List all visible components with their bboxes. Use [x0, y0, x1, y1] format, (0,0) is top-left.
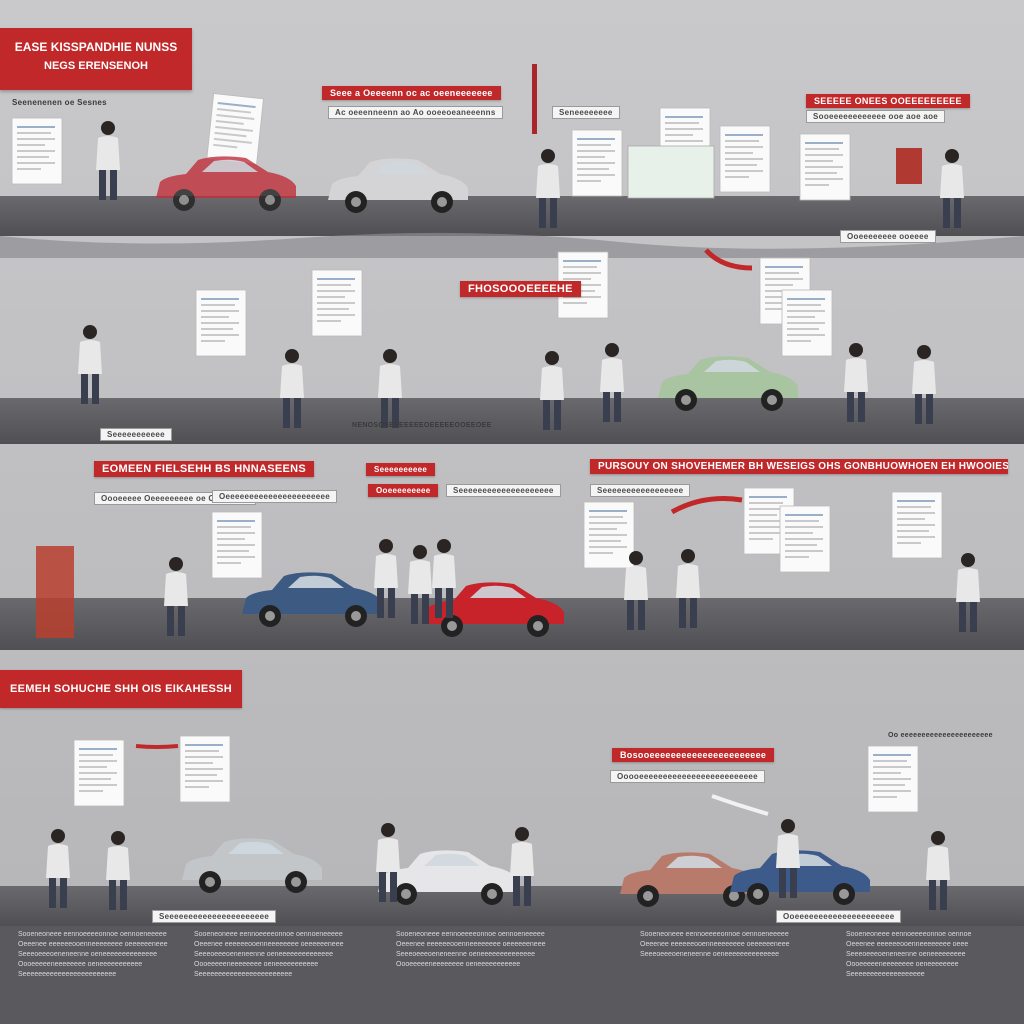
document-5: [719, 125, 771, 193]
flag-pole: [532, 64, 537, 134]
kiosk-sign: [896, 148, 922, 184]
document-7: [195, 289, 247, 357]
document-2: [206, 93, 264, 165]
road-shadow: [0, 232, 1024, 258]
document-18: [73, 739, 125, 807]
document-9: [557, 251, 609, 319]
document-1: [11, 117, 63, 185]
arrow-row-3: [670, 496, 743, 515]
scene-row-3: [0, 487, 1024, 650]
document-12: [211, 511, 263, 579]
document-13: [583, 501, 635, 569]
scene-row-1: [0, 64, 1024, 258]
document-8: [311, 269, 363, 337]
arrow-white: [711, 794, 769, 816]
arrow-row-4: [135, 744, 179, 749]
road-row-1: [0, 196, 1024, 236]
footer-panel: [0, 926, 1024, 1024]
kiosk-stand: [36, 546, 74, 638]
document-16: [891, 491, 943, 559]
document-3: [571, 129, 623, 197]
arrow-row-2: [704, 248, 753, 271]
document-11: [781, 289, 833, 357]
document-19: [867, 745, 919, 813]
road-row-2: [0, 398, 1024, 444]
document-6: [799, 133, 851, 201]
document-sheet: [627, 145, 715, 199]
document-17: [179, 735, 231, 803]
document-15: [779, 505, 831, 573]
